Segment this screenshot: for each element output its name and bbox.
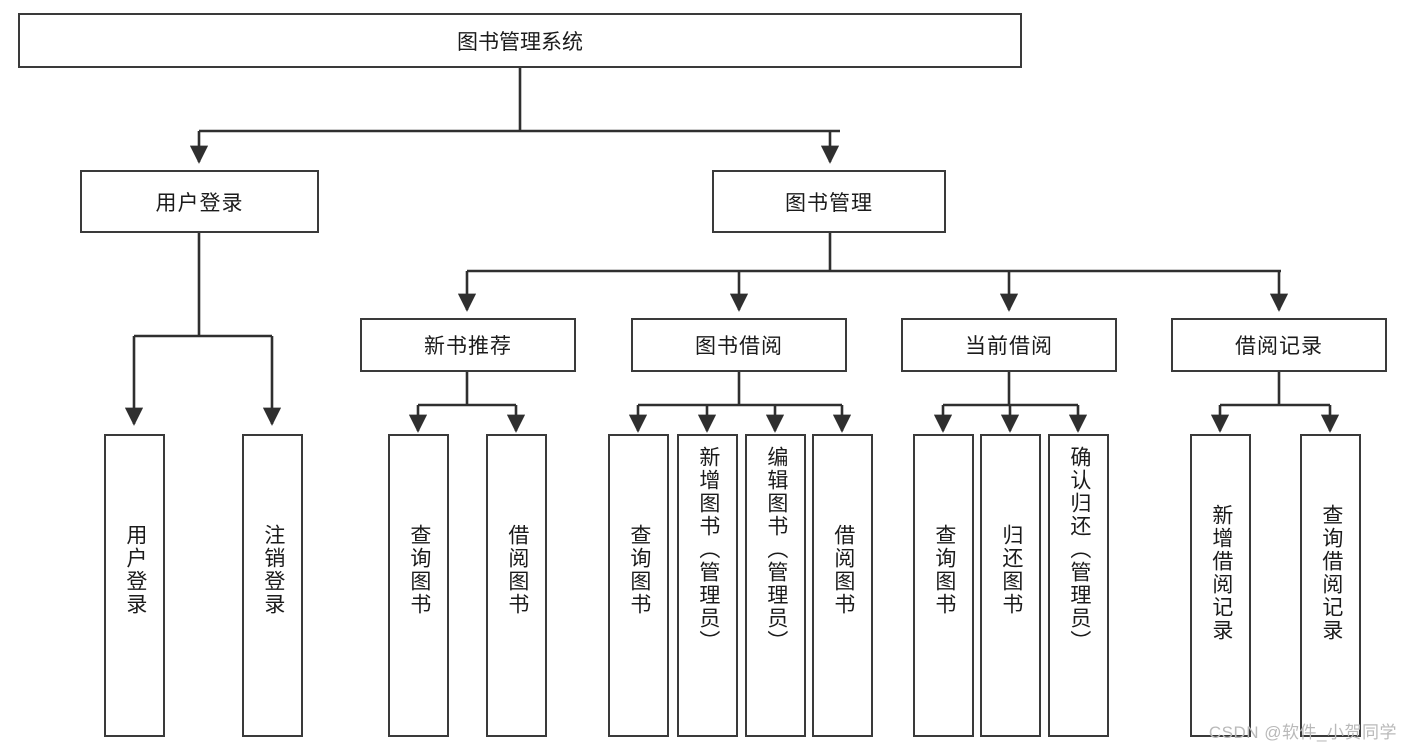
leaf-label: 编辑图书（管理员） xyxy=(764,446,788,653)
node-book-borrow[interactable]: 图书借阅 xyxy=(631,318,847,372)
leaf-new-book-borrow[interactable]: 借阅图书 xyxy=(486,434,547,737)
leaf-current-borrow-query[interactable]: 查询图书 xyxy=(913,434,974,737)
leaf-label: 借阅图书 xyxy=(831,524,855,616)
node-user-login[interactable]: 用户登录 xyxy=(80,170,319,233)
leaf-label: 确认归还（管理员） xyxy=(1067,446,1091,653)
leaf-current-borrow-return[interactable]: 归还图书 xyxy=(980,434,1041,737)
node-new-book-recommend[interactable]: 新书推荐 xyxy=(360,318,576,372)
leaf-label: 查询图书 xyxy=(407,524,431,616)
leaf-label: 新增图书（管理员） xyxy=(696,446,720,653)
leaf-borrow-record-add[interactable]: 新增借阅记录 xyxy=(1190,434,1251,737)
leaf-book-borrow-query[interactable]: 查询图书 xyxy=(608,434,669,737)
leaf-label: 注销登录 xyxy=(261,524,285,616)
node-borrow-record[interactable]: 借阅记录 xyxy=(1171,318,1387,372)
leaf-label: 借阅图书 xyxy=(505,524,529,616)
leaf-user-login-signin[interactable]: 用户登录 xyxy=(104,434,165,737)
leaf-book-borrow-add[interactable]: 新增图书（管理员） xyxy=(677,434,738,737)
leaf-label: 新增借阅记录 xyxy=(1209,504,1233,642)
leaf-new-book-query[interactable]: 查询图书 xyxy=(388,434,449,737)
leaf-label: 查询借阅记录 xyxy=(1319,504,1343,642)
watermark-text: CSDN @软件_小贺同学 xyxy=(1208,723,1397,742)
node-root-system[interactable]: 图书管理系统 xyxy=(18,13,1022,68)
leaf-label: 查询图书 xyxy=(932,524,956,616)
leaf-label: 查询图书 xyxy=(627,524,651,616)
leaf-book-borrow-borrow[interactable]: 借阅图书 xyxy=(812,434,873,737)
leaf-label: 用户登录 xyxy=(123,524,147,616)
leaf-label: 归还图书 xyxy=(999,524,1023,616)
leaf-current-borrow-confirm-return[interactable]: 确认归还（管理员） xyxy=(1048,434,1109,737)
leaf-book-borrow-edit[interactable]: 编辑图书（管理员） xyxy=(745,434,806,737)
node-book-management[interactable]: 图书管理 xyxy=(712,170,946,233)
node-current-borrow[interactable]: 当前借阅 xyxy=(901,318,1117,372)
leaf-user-login-signout[interactable]: 注销登录 xyxy=(242,434,303,737)
leaf-borrow-record-query[interactable]: 查询借阅记录 xyxy=(1300,434,1361,737)
